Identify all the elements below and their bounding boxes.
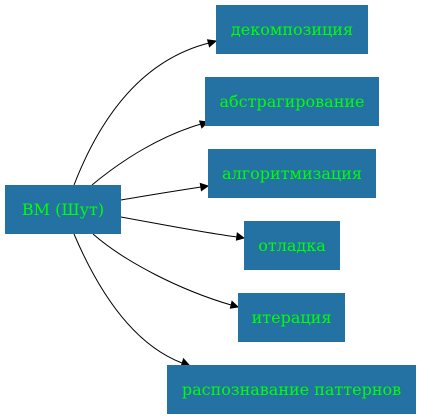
- edge-root-iteration: [92, 233, 232, 306]
- node-decomposition: декомпозиция: [216, 5, 368, 54]
- edge-root-decomposition-arrowhead: [206, 39, 218, 48]
- node-algorithmization: алгоритмизация: [208, 149, 376, 198]
- edge-root-debugging-arrowhead: [235, 232, 246, 241]
- edge-root-abstraction: [91, 123, 202, 186]
- node-root: ВМ (Шут): [5, 185, 121, 234]
- edge-root-iteration-arrowhead: [229, 300, 240, 309]
- node-abstraction: абстрагирование: [205, 77, 379, 126]
- node-debugging: отладка: [244, 221, 340, 270]
- node-pattern-recognition: распознавание паттернов: [167, 365, 416, 414]
- node-iteration: итерация: [238, 293, 345, 342]
- edge-root-decomposition: [73, 42, 210, 186]
- edge-root-pattern-recognition: [73, 233, 183, 364]
- edge-root-algorithmization: [120, 186, 202, 201]
- edge-root-algorithmization-arrowhead: [199, 182, 210, 192]
- edge-root-debugging: [120, 216, 238, 238]
